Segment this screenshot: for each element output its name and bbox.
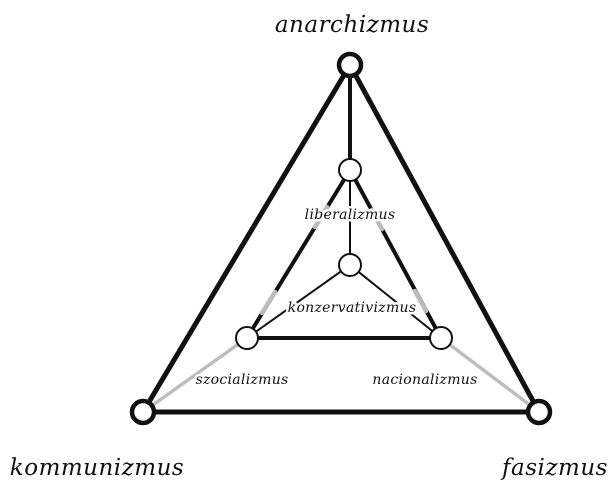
outer-triangle [140, 62, 542, 415]
node-nacionalizmus [429, 326, 453, 350]
highlight-right-lower [412, 288, 429, 314]
gray-highlights [259, 204, 429, 316]
center-spokes [246, 169, 442, 339]
label-szocializmus: szocializmus [195, 372, 288, 388]
label-kommunizmus: kommunizmus [10, 455, 184, 481]
connector-nacionalizmus-fasizmus [439, 336, 541, 414]
highlight-left-lower [259, 289, 278, 316]
nodes [129, 51, 553, 426]
spoke-center-nacionalizmus [349, 264, 442, 339]
label-anarchizmus: anarchizmus [275, 12, 429, 38]
node-konzervativizmus [338, 253, 362, 277]
gray-connectors [141, 336, 541, 414]
edge-anarchizmus-kommunizmus [140, 62, 353, 415]
highlight-right-upper [369, 207, 385, 232]
label-fasizmus: fasizmus [500, 455, 608, 481]
node-szocializmus [235, 326, 259, 350]
node-liberalizmus [338, 158, 362, 182]
node-anarchizmus [336, 51, 364, 79]
node-fasizmus [525, 398, 553, 426]
edge-anarchizmus-fasizmus [347, 62, 542, 415]
label-konzervativizmus: konzervativizmus [288, 300, 417, 316]
label-liberalizmus: liberalizmus [305, 207, 396, 223]
highlight-left-upper [312, 204, 330, 230]
label-nacionalizmus: nacionalizmus [372, 372, 477, 388]
spoke-center-szocializmus [246, 264, 351, 339]
node-kommunizmus [129, 398, 157, 426]
connector-szocializmus-kommunizmus [141, 336, 249, 414]
